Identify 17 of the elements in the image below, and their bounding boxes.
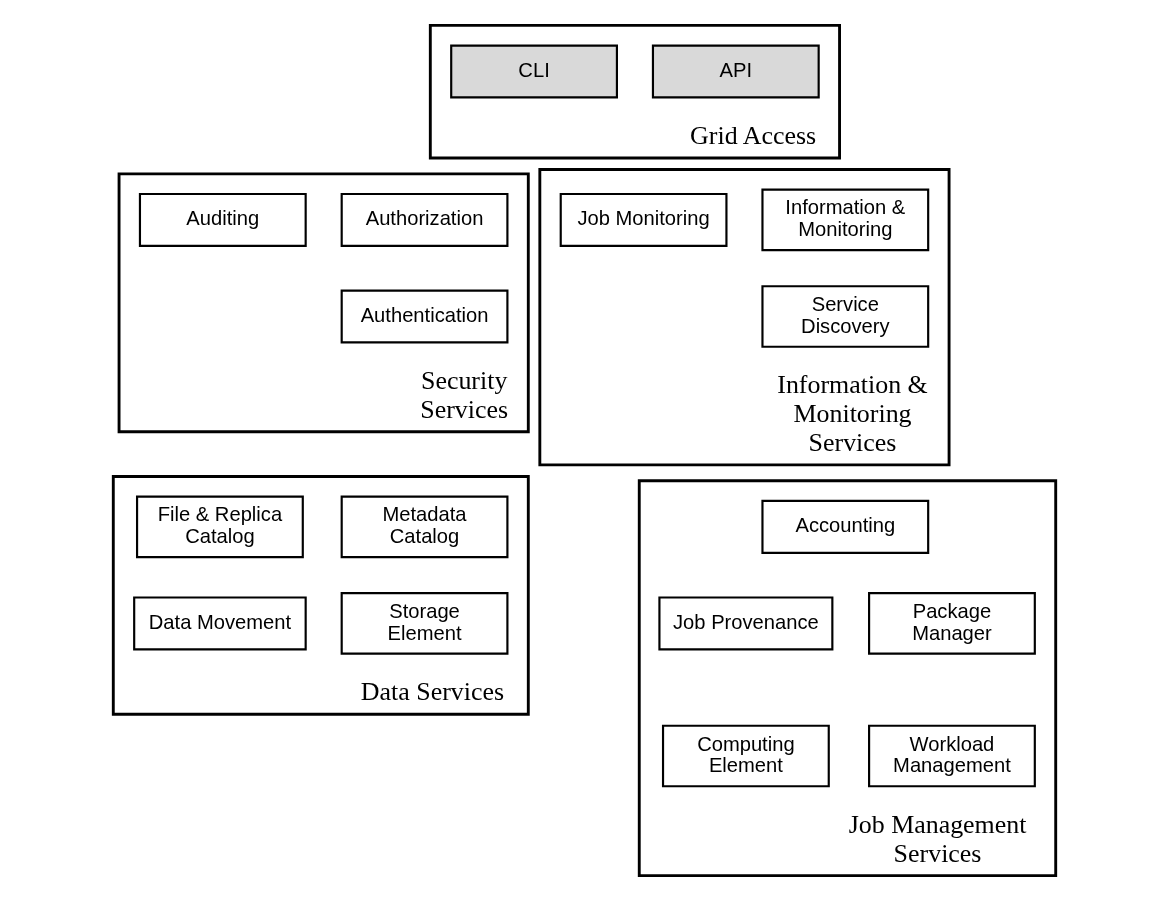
node-box: Service Discovery: [761, 285, 930, 348]
node-box: API: [651, 44, 820, 99]
node-box: Computing Element: [661, 724, 830, 788]
node-box: CLI: [450, 44, 618, 99]
node-box: Accounting: [761, 499, 930, 554]
node-box: Data Movement: [133, 596, 307, 651]
node-box: Job Monitoring: [559, 192, 728, 247]
node-box: Metadata Catalog: [340, 495, 509, 559]
node-box: Workload Management: [868, 724, 1036, 788]
node-box: Package Manager: [868, 592, 1036, 655]
node-box: Storage Element: [340, 592, 509, 655]
node-box: Job Provenance: [658, 596, 834, 651]
node-box: Auditing: [138, 192, 307, 247]
node-box: Information & Monitoring: [761, 188, 930, 252]
node-box: Authorization: [340, 192, 509, 247]
node-box: File & Replica Catalog: [136, 495, 304, 559]
node-box: Authentication: [340, 289, 509, 344]
